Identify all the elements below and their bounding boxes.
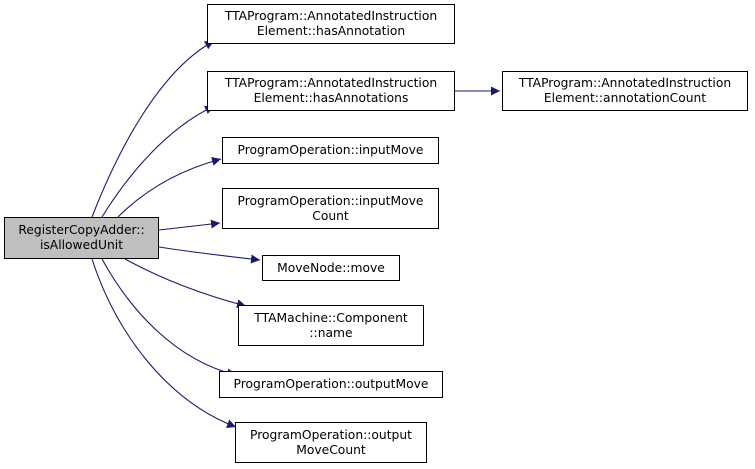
edge-root-to-input-move xyxy=(117,156,222,218)
node-annotation-count[interactable]: TTAProgram::AnnotatedInstruction Element… xyxy=(502,71,748,111)
node-label-line1: ProgramOperation::output xyxy=(250,427,412,442)
node-has-annotations[interactable]: TTAProgram::AnnotatedInstruction Element… xyxy=(207,71,455,111)
node-label-line1: TTAProgram::AnnotatedInstruction xyxy=(518,76,732,90)
node-label-line1: ProgramOperation::inputMove xyxy=(237,143,424,157)
node-label-line1: ProgramOperation::inputMove xyxy=(237,193,424,208)
node-register-copy-adder-is-allowed-unit: RegisterCopyAdder:: isAllowedUnit xyxy=(4,217,159,259)
node-move[interactable]: MoveNode::move xyxy=(262,255,400,281)
node-label-line2: Element::annotationCount xyxy=(543,91,707,105)
node-label-line1: TTAProgram::AnnotatedInstruction xyxy=(224,9,438,23)
node-label-line2: Element::hasAnnotation xyxy=(256,24,406,38)
node-output-move-count[interactable]: ProgramOperation::output MoveCount xyxy=(235,422,427,463)
node-output-move[interactable]: ProgramOperation::outputMove xyxy=(219,371,443,398)
node-label-line1: TTAProgram::AnnotatedInstruction xyxy=(224,76,438,90)
edge-root-to-has-annotation xyxy=(91,40,215,218)
edge-root-to-output-move-count xyxy=(91,258,237,429)
edge-root-to-input-move-count xyxy=(158,219,221,231)
node-input-move[interactable]: ProgramOperation::inputMove xyxy=(222,137,439,164)
node-label-line2: Element::hasAnnotations xyxy=(253,91,409,105)
node-has-annotation[interactable]: TTAProgram::AnnotatedInstruction Element… xyxy=(207,4,455,44)
edge-root-to-has-annotations xyxy=(101,105,215,218)
edge-root-to-move xyxy=(158,246,261,264)
node-label-line1: MoveNode::move xyxy=(277,260,385,275)
node-label-line2: MoveCount xyxy=(296,442,366,457)
node-label-line2: isAllowedUnit xyxy=(39,238,124,252)
edge-root-to-output-move xyxy=(101,258,237,378)
edge-root-to-component-name xyxy=(124,258,247,309)
node-label-line1: ProgramOperation::outputMove xyxy=(233,377,429,391)
node-label-line1: TTAMachine::Component xyxy=(254,310,408,325)
node-label-line1: RegisterCopyAdder:: xyxy=(18,223,145,237)
node-component-name[interactable]: TTAMachine::Component ::name xyxy=(238,305,424,346)
node-input-move-count[interactable]: ProgramOperation::inputMove Count xyxy=(222,188,439,229)
node-label-line2: ::name xyxy=(309,325,353,340)
node-label-line2: Count xyxy=(312,208,349,223)
